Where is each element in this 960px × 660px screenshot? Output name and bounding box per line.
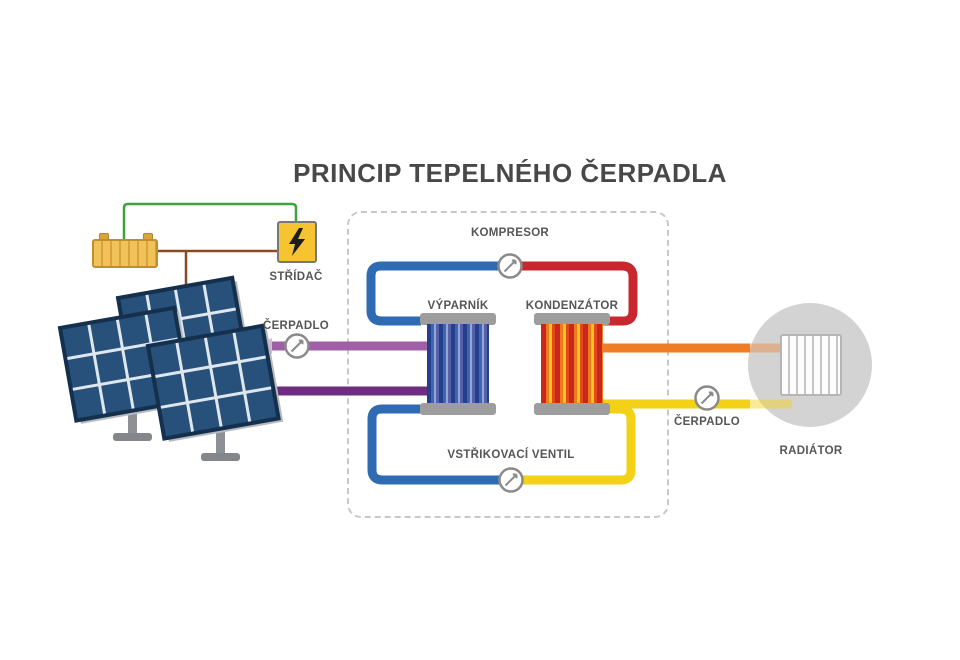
condenser-bottom-cap <box>534 403 610 415</box>
inverter-label: STŘÍDAČ <box>269 271 323 283</box>
battery <box>92 239 158 268</box>
radiator <box>780 334 842 396</box>
pipe-cold-suction <box>366 261 510 326</box>
brine-pump-icon <box>284 333 310 359</box>
panel-stands <box>113 406 240 461</box>
pipe-liquid-line-yellow <box>511 404 636 485</box>
lightning-icon <box>289 228 305 256</box>
condenser-top-cap <box>534 313 610 325</box>
heat-pump-unit-outline <box>347 211 669 518</box>
heating-pump-label: ČERPADLO <box>673 416 741 428</box>
heating-pump-icon <box>694 385 720 411</box>
radiator-label: RADIÁTOR <box>779 445 843 457</box>
evaporator-label: VÝPARNÍK <box>427 300 489 312</box>
evaporator-bottom-cap <box>420 403 496 415</box>
pipe-liquid-line-blue <box>367 404 511 485</box>
diagram-title: PRINCIP TEPELNÉHO ČERPADLA <box>293 158 727 188</box>
inverter-box <box>277 221 317 263</box>
compressor-icon <box>497 253 523 279</box>
condenser-label: KONDENZÁTOR <box>525 300 619 312</box>
expansion-valve-label: VSTŘIKOVACÍ VENTIL <box>447 449 575 461</box>
pipe-hot-discharge <box>510 261 638 326</box>
solar-panel-front-right <box>145 323 284 442</box>
expansion-valve-icon <box>498 467 524 493</box>
condenser-block <box>541 324 603 403</box>
compressor-label: KOMPRESOR <box>470 227 550 239</box>
brine-pump-label: ČERPADLO <box>262 320 330 332</box>
evaporator-block <box>427 324 489 403</box>
wire-green-battery-to-inverter <box>122 202 298 241</box>
evaporator-top-cap <box>420 313 496 325</box>
